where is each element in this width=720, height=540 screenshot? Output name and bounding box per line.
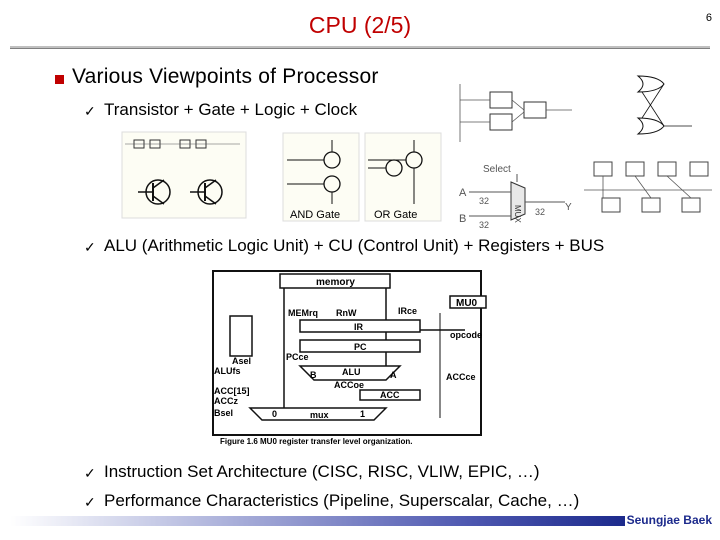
logic-diagram-2 <box>584 161 712 213</box>
mux-figure: Select MUX A B 32 32 32 Y <box>455 160 575 230</box>
cpu-mux-label: mux <box>310 410 329 420</box>
item-alu: ALU (Arithmetic Logic Unit) + CU (Contro… <box>104 236 605 255</box>
cpu-mux-one: 1 <box>360 409 365 419</box>
cpu-mu0-label: MU0 <box>456 298 478 309</box>
gate-figure: AND Gate OR Gate <box>282 132 442 222</box>
cpu-alufs-label: ALUfs <box>214 366 241 376</box>
mux-select-label: Select <box>483 164 511 175</box>
logic-figure-2 <box>582 150 714 230</box>
cpu-a-label: A <box>390 370 397 380</box>
page-number: 6 <box>705 12 712 24</box>
logic-diagram <box>459 75 692 142</box>
mux-width-y: 32 <box>535 207 545 217</box>
slide-title: CPU (2/5) <box>308 12 412 38</box>
cpu-alu-label: ALU <box>342 367 361 377</box>
title-rule <box>10 46 710 49</box>
cpu-irce-label: IRce <box>398 306 417 316</box>
cpu-opcode-label: opcode <box>450 330 482 340</box>
check-icon: ✓ <box>84 103 96 119</box>
cpu-ir-label: IR <box>354 322 364 332</box>
footer-bar <box>10 516 625 526</box>
cpu-memory-label: memory <box>316 277 355 288</box>
transistor-diagram <box>121 131 247 219</box>
cpu-asel-label: Asel <box>232 356 251 366</box>
mux-y-label: Y <box>565 202 572 213</box>
bullet-square-icon <box>55 75 64 84</box>
mux-body-label: MUX <box>513 205 522 223</box>
item-transistor: Transistor + Gate + Logic + Clock <box>104 100 358 119</box>
cpu-bsel-label: Bsel <box>214 408 233 418</box>
transistor-figure <box>120 130 248 220</box>
cpu-acc-label: ACC <box>380 390 400 400</box>
cpu-figure: memory MU0 MEMrq RnW IRce IR opcode PC A… <box>210 268 510 448</box>
check-icon: ✓ <box>84 239 96 255</box>
item-isa: Instruction Set Architecture (CISC, RISC… <box>104 462 540 481</box>
mux-diagram: Select MUX A B 32 32 32 Y <box>459 164 572 230</box>
cpu-mux-zero: 0 <box>272 409 277 419</box>
cpu-pc-label: PC <box>354 342 367 352</box>
footer-author: Seungjae Baek <box>626 513 712 527</box>
main-heading: Various Viewpoints of Processor <box>72 65 379 88</box>
cpu-memrq-label: MEMrq <box>288 308 318 318</box>
mux-width-a: 32 <box>479 196 489 206</box>
mux-width-b: 32 <box>479 220 489 230</box>
cpu-figure-caption: Figure 1.6 MU0 register transfer level o… <box>220 437 413 446</box>
logic-figure <box>452 62 714 150</box>
cpu-accoe-label: ACCoe <box>334 380 364 390</box>
cpu-diagram: memory MU0 MEMrq RnW IRce IR opcode PC A… <box>212 270 487 446</box>
cpu-acc15-label: ACC[15] <box>214 386 250 396</box>
cpu-pcce-label: PCce <box>286 352 309 362</box>
check-icon: ✓ <box>84 465 96 481</box>
mux-a-label: A <box>459 187 467 199</box>
gate-diagram: AND Gate OR Gate <box>282 132 442 222</box>
or-gate-label: OR Gate <box>374 209 417 221</box>
mux-b-label: B <box>459 213 466 225</box>
and-gate-label: AND Gate <box>290 209 340 221</box>
item-performance: Performance Characteristics (Pipeline, S… <box>104 491 580 510</box>
check-icon: ✓ <box>84 494 96 510</box>
cpu-b-label: B <box>310 370 317 380</box>
cpu-accce-label: ACCce <box>446 372 476 382</box>
cpu-rnw-label: RnW <box>336 308 357 318</box>
cpu-accz-label: ACCz <box>214 396 238 406</box>
